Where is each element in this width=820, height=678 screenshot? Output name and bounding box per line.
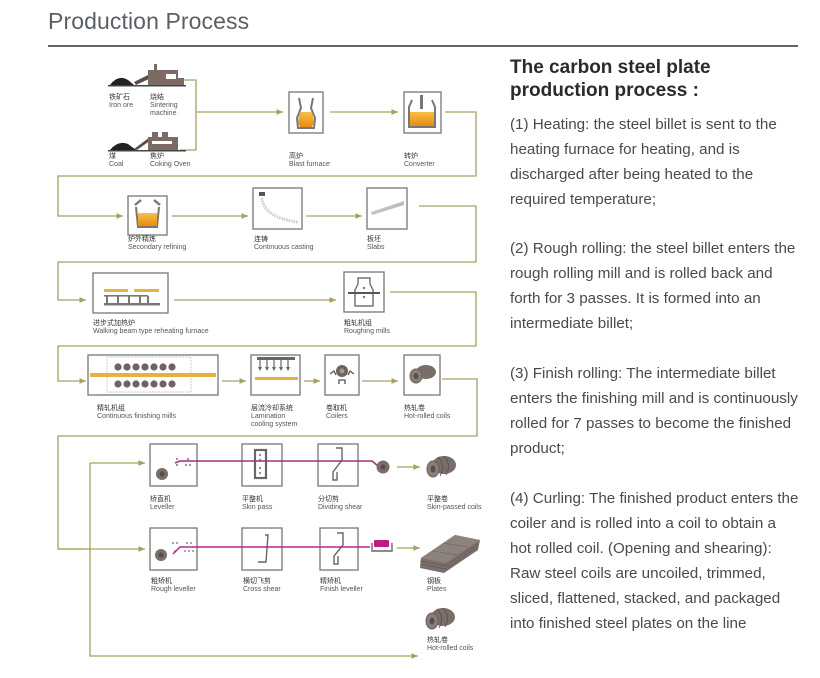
finish-leveller-icon xyxy=(319,527,359,571)
strip-line-b xyxy=(172,546,370,555)
paragraph-rough-rolling: (2) Rough rolling: the steel billet ente… xyxy=(510,240,796,332)
uncoiled-coil-icon xyxy=(376,460,390,474)
page-title: Production Process xyxy=(48,8,250,34)
converter-icon xyxy=(403,91,442,134)
flow-lines xyxy=(57,79,478,659)
blast-furnace-icon xyxy=(288,91,324,134)
paragraph-curling: (4) Curling: The finished product enters… xyxy=(510,490,799,632)
roughing-mill-icon xyxy=(343,271,385,313)
coiler-icon xyxy=(324,354,360,396)
coal-coking-oven-icon xyxy=(108,132,186,152)
flow-graphics xyxy=(57,64,480,659)
iron-ore-sintering-icon xyxy=(108,64,186,87)
plate-stacker-icon xyxy=(371,540,393,552)
finishing-mills-icon xyxy=(87,354,219,396)
raw-bracket xyxy=(178,79,197,151)
steel-plates-icon xyxy=(419,535,480,573)
wrap-row1-row2 xyxy=(57,111,477,219)
skin-pass-icon xyxy=(241,443,283,487)
leveller-icon xyxy=(149,443,198,487)
slabs-icon xyxy=(366,187,408,230)
process-description: The carbon steel plate production proces… xyxy=(510,56,800,632)
paragraph-heating: (1) Heating: the steel billet is sent to… xyxy=(510,116,777,208)
secondary-refining-icon xyxy=(127,195,168,236)
cross-shear-icon xyxy=(241,527,283,571)
wrap-row2-row3 xyxy=(57,205,477,303)
title-divider xyxy=(48,45,798,47)
strip-line-a xyxy=(174,460,379,467)
skin-passed-coil-icon xyxy=(426,455,456,478)
reheating-furnace-icon xyxy=(92,272,169,314)
wrap-row3-row4 xyxy=(57,291,477,384)
rough-leveller-icon xyxy=(149,527,198,571)
description-heading: The carbon steel plate production proces… xyxy=(510,57,711,101)
hot-rolled-coil-icon xyxy=(403,354,441,396)
lamination-cooling-icon xyxy=(250,354,301,396)
continuous-casting-icon xyxy=(252,187,303,230)
arrow-to-hot-coils-2 xyxy=(89,463,418,659)
hot-rolled-coil-2-icon xyxy=(425,607,455,630)
dividing-shear-icon xyxy=(317,443,359,487)
paragraph-finish-rolling: (3) Finish rolling: The intermediate bil… xyxy=(510,365,798,457)
roll-stands xyxy=(114,363,176,388)
